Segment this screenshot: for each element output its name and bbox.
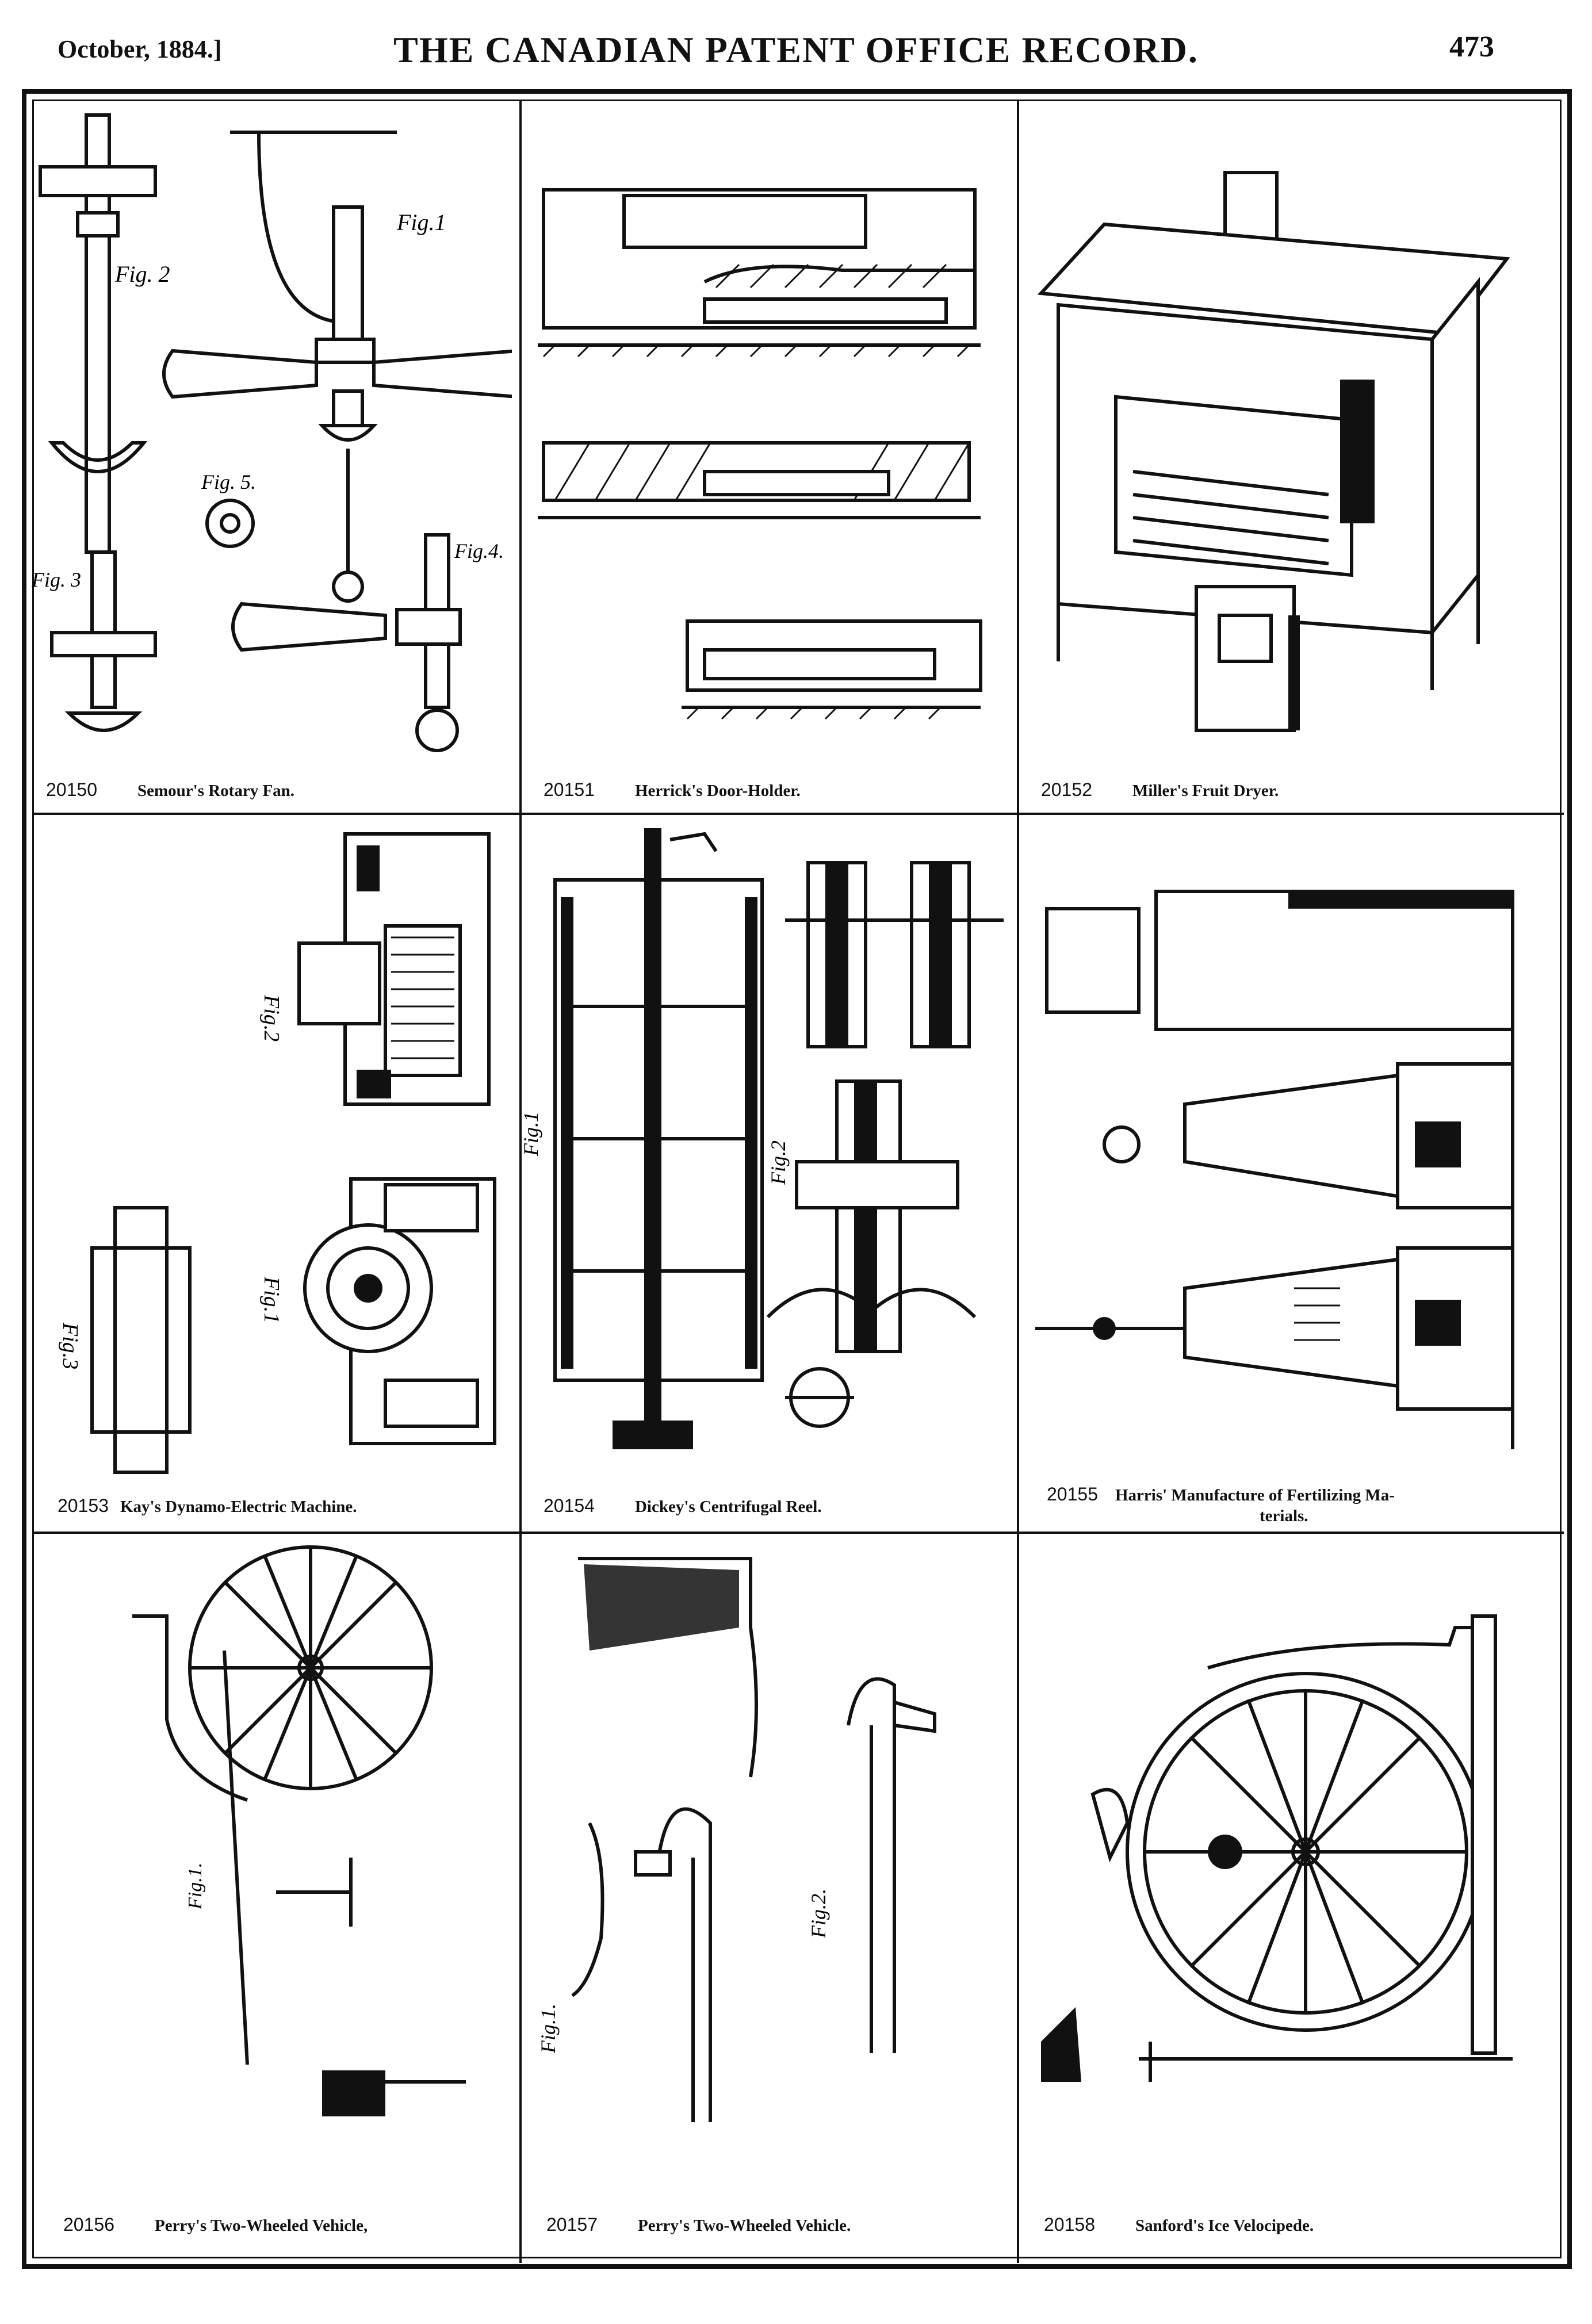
column-divider-2 [1017, 99, 1019, 2263]
fan-fig3-label: Fig. 3 [31, 568, 81, 591]
vehicle2-fig2-label: Fig.2. [807, 1889, 830, 1939]
patent-title: Dickey's Centrifugal Reel. [634, 1498, 822, 1516]
two-wheeled-vehicle-drawing-1: Fig.1. [132, 1545, 466, 2116]
patent-cell-20153: Fig.2 Fig.1 Fig.3 20153 Kay's Dynamo-Elec… [29, 817, 518, 1530]
caption-20157: 20157 Perry's Two-Wheeled Vehicle. [546, 2214, 851, 2235]
caption-20156: 20156 Perry's Two-Wheeled Vehicle, [63, 2214, 368, 2235]
dynamo-fig3-label: Fig.3 [58, 1322, 82, 1369]
patent-cell-20152: 20152 Miller's Fruit Dryer. [1018, 98, 1536, 811]
caption-20155: 20155 Harris' Manufacture of Fertilizing … [1047, 1484, 1395, 1505]
caption-20154: 20154 Dickey's Centrifugal Reel. [544, 1495, 822, 1517]
patent-title: Miller's Fruit Dryer. [1132, 782, 1279, 800]
centrifugal-reel-drawing: Fig.1 Fig.2 [521, 828, 1004, 1449]
patent-number: 20154 [544, 1495, 595, 1516]
ice-velocipede-drawing [1041, 1614, 1513, 2082]
reel-fig1-label: Fig.1 [521, 1112, 542, 1157]
patent-title: Harris' Manufacture of Fertilizing Ma- [1115, 1486, 1395, 1504]
plate-frame [22, 89, 1572, 2269]
column-divider-1 [519, 99, 522, 2263]
patent-number: 20157 [546, 2214, 598, 2235]
caption-20155-continued: terials. [1260, 1507, 1308, 1525]
door-holder-drawing [538, 188, 982, 720]
fan-fig5-label: Fig. 5. [201, 470, 256, 493]
two-wheeled-vehicle-drawing-2: Fig.2. Fig.1. [537, 1557, 936, 2122]
patent-number: 20150 [46, 779, 97, 800]
patent-number: 20153 [58, 1495, 109, 1516]
patent-number: 20152 [1041, 779, 1092, 800]
patent-number: 20155 [1047, 1484, 1098, 1504]
patent-title: Herrick's Door-Holder. [634, 782, 801, 800]
fan-fig2-label: Fig. 2 [114, 261, 170, 287]
caption-20150: 20150 Semour's Rotary Fan. [46, 779, 294, 801]
dynamo-fig2-label: Fig.2 [259, 994, 284, 1042]
patent-cell-20156: Fig.1. 20156 Perry's Two-Wheeled Vehicle, [29, 1536, 518, 2254]
reel-fig2-label: Fig.2 [767, 1140, 790, 1185]
plate-inner-border [32, 99, 1562, 2258]
caption-20152: 20152 Miller's Fruit Dryer. [1041, 779, 1279, 801]
fan-fig1-label: Fig.1 [396, 209, 446, 235]
patent-title: Kay's Dynamo-Electric Machine. [120, 1498, 357, 1516]
patent-title: Perry's Two-Wheeled Vehicle, [154, 2216, 368, 2235]
patent-cell-20157: Fig.2. Fig.1. 20157 Perry's Two-Wheeled V… [521, 1536, 1015, 2254]
rotary-fan-drawing: Fig. 2 Fig. 3 Fig.1 Fig. 5. Fig.4. [31, 113, 512, 752]
patent-number: 20151 [544, 779, 595, 800]
vehicle2-fig1-label: Fig.1. [537, 2004, 560, 2054]
caption-20151: 20151 Herrick's Door-Holder. [544, 779, 801, 801]
caption-20158: 20158 Sanford's Ice Velocipede. [1044, 2214, 1314, 2235]
fertilizer-apparatus-drawing [1035, 890, 1514, 1449]
patent-number: 20158 [1044, 2214, 1095, 2235]
caption-20153: 20153 Kay's Dynamo-Electric Machine. [58, 1495, 357, 1517]
row-divider-1 [32, 813, 1564, 815]
dynamo-drawing: Fig.2 Fig.1 Fig.3 [58, 832, 496, 1474]
patent-cell-20155: 20155 Harris' Manufacture of Fertilizing … [1018, 817, 1536, 1530]
dynamo-fig1-label: Fig.1 [259, 1276, 284, 1323]
patent-cell-20154: Fig.1 Fig.2 20154 Dickey's Centrifugal Re… [521, 817, 1015, 1530]
patent-title: Semour's Rotary Fan. [137, 782, 295, 800]
patent-cell-20151: 20151 Herrick's Door-Holder. [521, 98, 1015, 811]
page-title: THE CANADIAN PATENT OFFICE RECORD. [393, 29, 1199, 70]
page-number: 473 [1449, 30, 1494, 63]
fruit-dryer-drawing [1037, 171, 1510, 732]
patent-cell-20158: 20158 Sanford's Ice Velocipede. [1018, 1536, 1536, 2254]
vehicle1-fig-label: Fig.1. [185, 1863, 206, 1910]
patent-number: 20156 [63, 2214, 114, 2235]
patent-title: Perry's Two-Wheeled Vehicle. [637, 2216, 851, 2235]
patent-title: Sanford's Ice Velocipede. [1135, 2216, 1314, 2235]
fan-fig4-label: Fig.4. [454, 539, 504, 562]
patent-cell-20150: Fig. 2 Fig. 3 Fig.1 Fig. 5. Fig.4. 20150… [29, 98, 518, 811]
header-date: October, 1884.] [58, 35, 222, 63]
row-divider-2 [32, 1532, 1564, 1534]
